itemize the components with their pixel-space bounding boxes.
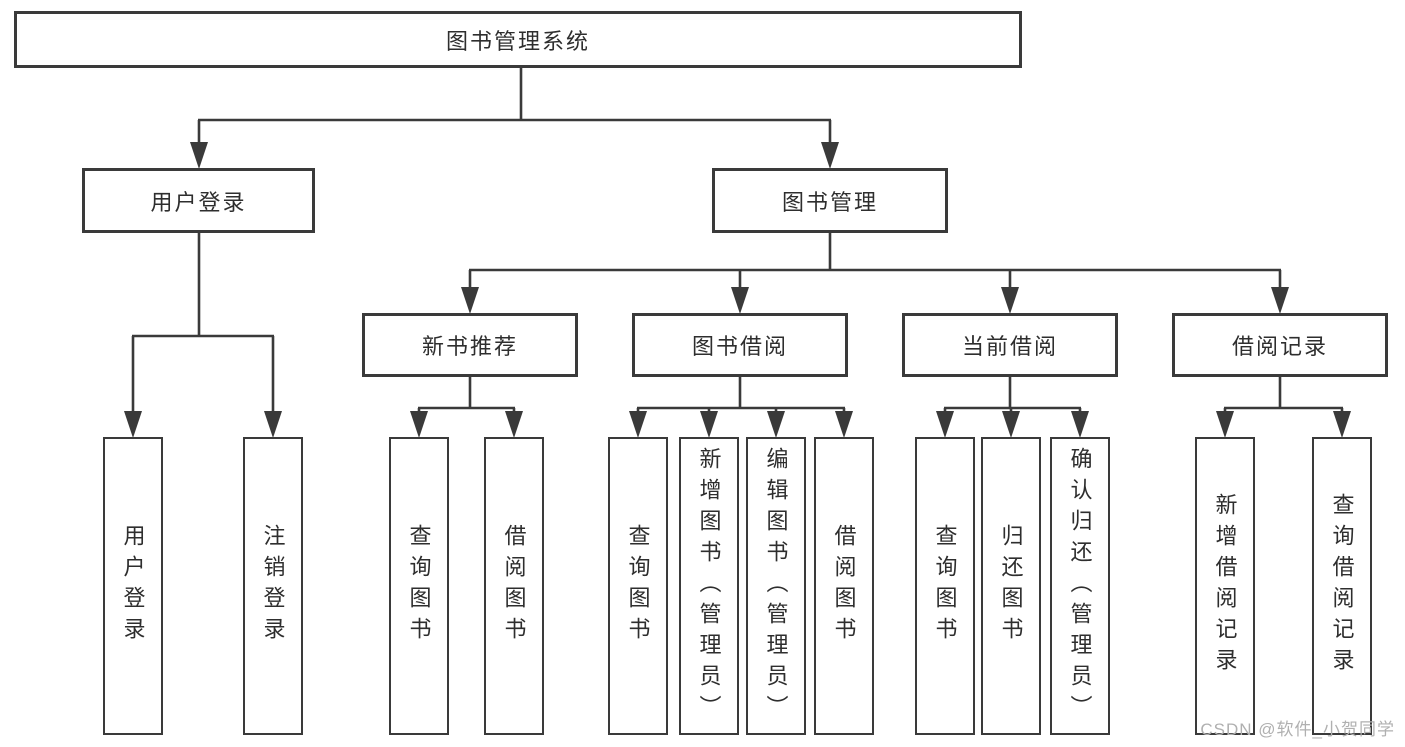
node-library-management-system: 图书管理系统	[14, 11, 1022, 68]
node-current-borrowing-label: 当前借阅	[961, 334, 1058, 359]
leaf-query-books-borrowing-label: 查询图书	[625, 524, 651, 648]
node-user-login-label: 用户登录	[150, 189, 247, 215]
node-borrowing-records-label: 借阅记录	[1231, 334, 1328, 359]
leaf-borrow-books-recommend-label: 借阅图书	[501, 524, 527, 648]
node-book-borrowing-label: 图书借阅	[691, 334, 788, 359]
leaf-borrow-books-recommend: 借阅图书	[484, 437, 544, 735]
leaf-query-books-current: 查询图书	[915, 437, 975, 735]
leaf-logout: 注销登录	[243, 437, 303, 735]
leaf-query-books-recommend: 查询图书	[389, 437, 449, 735]
leaf-return-books: 归还图书	[981, 437, 1041, 735]
leaf-borrow-books-borrowing: 借阅图书	[814, 437, 874, 735]
leaf-return-books-label: 归还图书	[998, 524, 1024, 648]
arrowheads	[124, 142, 1351, 438]
leaf-borrow-books-borrowing-label: 借阅图书	[831, 524, 857, 648]
node-current-borrowing: 当前借阅	[902, 313, 1118, 377]
node-new-book-recommendation: 新书推荐	[362, 313, 578, 377]
leaf-confirm-return-admin: 确认归还（管理员）	[1050, 437, 1110, 735]
node-borrowing-records: 借阅记录	[1172, 313, 1388, 377]
leaf-user-login-label: 用户登录	[120, 524, 146, 648]
leaf-add-book-admin: 新增图书（管理员）	[679, 437, 739, 735]
leaf-add-book-admin-label: 新增图书（管理员）	[696, 446, 722, 726]
leaf-query-borrow-record: 查询借阅记录	[1312, 437, 1372, 735]
node-book-management-label: 图书管理	[781, 189, 878, 215]
node-new-book-recommendation-label: 新书推荐	[421, 334, 518, 359]
leaf-query-books-current-label: 查询图书	[932, 524, 958, 648]
leaf-edit-book-admin-label: 编辑图书（管理员）	[763, 446, 789, 726]
leaf-edit-book-admin: 编辑图书（管理员）	[746, 437, 806, 735]
leaf-confirm-return-admin-label: 确认归还（管理员）	[1067, 446, 1093, 726]
node-book-borrowing: 图书借阅	[632, 313, 848, 377]
leaf-user-login: 用户登录	[103, 437, 163, 735]
csdn-watermark: CSDN @软件_小贺同学	[1200, 720, 1395, 739]
leaf-query-books-borrowing: 查询图书	[608, 437, 668, 735]
node-library-management-system-label: 图书管理系统	[445, 28, 590, 54]
node-book-management: 图书管理	[712, 168, 948, 233]
leaf-logout-label: 注销登录	[260, 524, 286, 648]
leaf-add-borrow-record-label: 新增借阅记录	[1212, 493, 1238, 679]
leaf-query-borrow-record-label: 查询借阅记录	[1329, 493, 1355, 679]
node-user-login: 用户登录	[82, 168, 315, 233]
leaf-add-borrow-record: 新增借阅记录	[1195, 437, 1255, 735]
leaf-query-books-recommend-label: 查询图书	[406, 524, 432, 648]
